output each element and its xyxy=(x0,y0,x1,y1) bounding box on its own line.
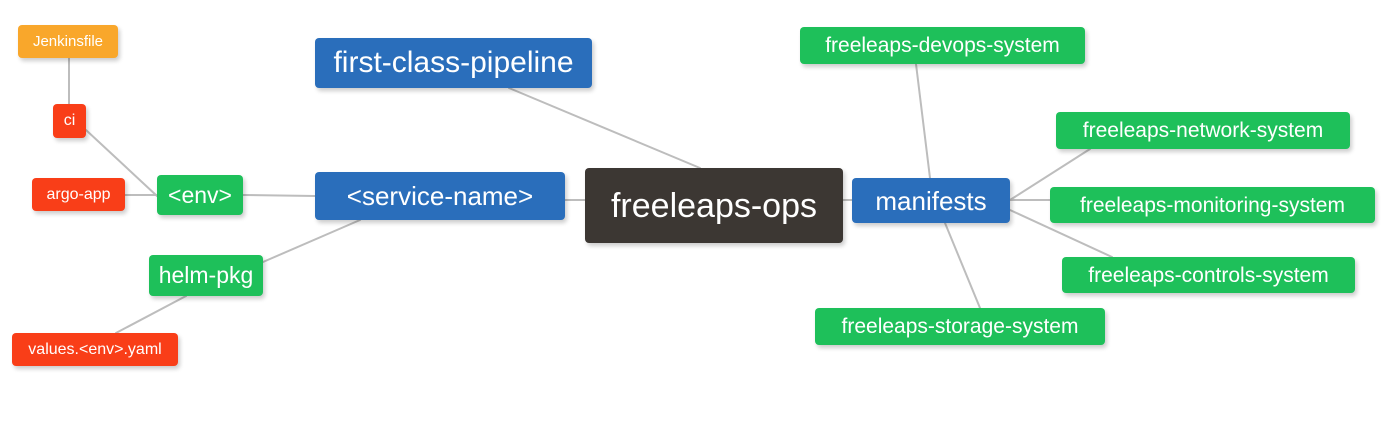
mindmap-node-freeleaps-monitoring-system[interactable]: freeleaps-monitoring-system xyxy=(1050,187,1375,223)
node-label-argo-app: argo-app xyxy=(46,185,111,203)
node-label-freeleaps-ops: freeleaps-ops xyxy=(610,186,817,225)
node-label-manifests: manifests xyxy=(875,185,987,216)
node-label-freeleaps-monitoring-system: freeleaps-monitoring-system xyxy=(1080,193,1345,217)
node-label-freeleaps-storage-system: freeleaps-storage-system xyxy=(841,315,1079,338)
mindmap-node-first-class-pipeline[interactable]: first-class-pipeline xyxy=(315,38,592,88)
mindmap-node-service-name[interactable]: <service-name> xyxy=(315,172,565,220)
mindmap-node-jenkinsfile[interactable]: Jenkinsfile xyxy=(18,25,118,58)
edge-first-class-pipeline-to-freeleaps-ops xyxy=(508,87,701,169)
edge-manifests-to-freeleaps-storage-system xyxy=(944,222,981,309)
mindmap-node-freeleaps-ops[interactable]: freeleaps-ops xyxy=(585,168,843,243)
node-label-freeleaps-controls-system: freeleaps-controls-system xyxy=(1088,263,1329,287)
node-label-jenkinsfile: Jenkinsfile xyxy=(32,33,104,50)
edge-service-name-to-helm-pkg xyxy=(262,219,361,263)
node-label-freeleaps-network-system: freeleaps-network-system xyxy=(1082,119,1324,142)
mindmap-node-env[interactable]: <env> xyxy=(157,175,243,215)
node-label-freeleaps-devops-system: freeleaps-devops-system xyxy=(825,34,1060,57)
mindmap-node-freeleaps-controls-system[interactable]: freeleaps-controls-system xyxy=(1062,257,1355,293)
mindmap-node-helm-pkg[interactable]: helm-pkg xyxy=(149,255,263,296)
node-label-helm-pkg: helm-pkg xyxy=(158,262,254,288)
node-label-service-name: <service-name> xyxy=(346,181,534,211)
node-label-env: <env> xyxy=(168,181,232,208)
mindmap-node-ci[interactable]: ci xyxy=(53,104,86,138)
edge-helm-pkg-to-values-env-yaml xyxy=(115,295,187,334)
mindmap-node-freeleaps-network-system[interactable]: freeleaps-network-system xyxy=(1056,112,1350,149)
mindmap-node-freeleaps-storage-system[interactable]: freeleaps-storage-system xyxy=(815,308,1105,345)
node-label-first-class-pipeline: first-class-pipeline xyxy=(333,46,574,79)
edge-env-to-service-name xyxy=(242,194,316,197)
node-label-values-env-yaml: values.<env>.yaml xyxy=(28,340,162,358)
mindmap-node-argo-app[interactable]: argo-app xyxy=(32,178,125,211)
mindmap-node-values-env-yaml[interactable]: values.<env>.yaml xyxy=(12,333,178,366)
node-label-ci: ci xyxy=(63,112,76,129)
edge-manifests-to-freeleaps-devops-system xyxy=(915,63,931,179)
mindmap-node-manifests[interactable]: manifests xyxy=(852,178,1010,223)
mindmap-node-freeleaps-devops-system[interactable]: freeleaps-devops-system xyxy=(800,27,1085,64)
